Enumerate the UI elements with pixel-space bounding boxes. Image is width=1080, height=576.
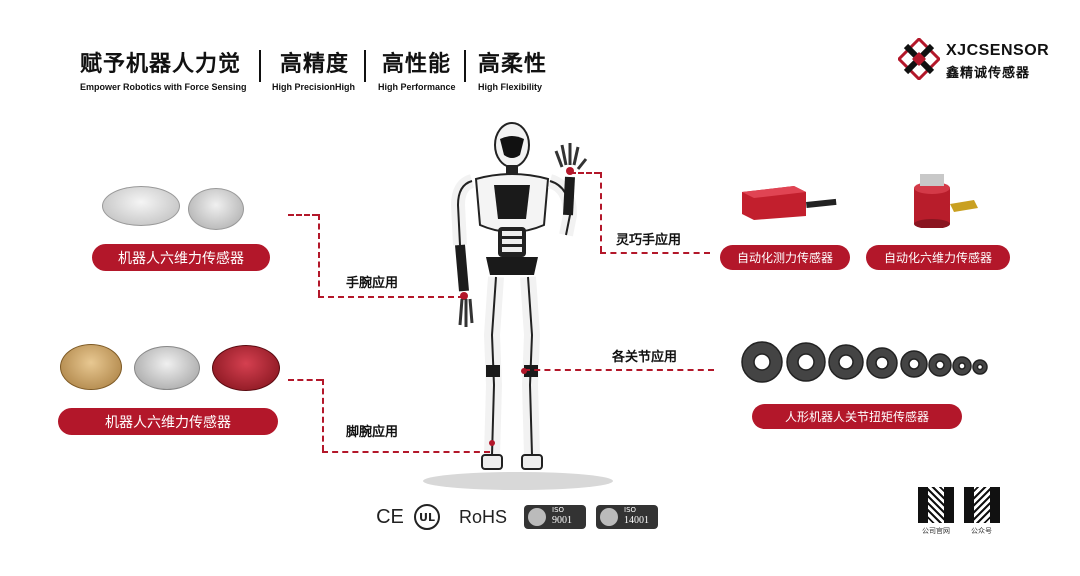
label-six-axis-sensor-bottom: 机器人六维力传感器 — [58, 408, 278, 435]
label-joint-torque-sensor: 人形机器人关节扭矩传感器 — [752, 404, 962, 429]
feature-performance: 高性能 High Performance — [378, 46, 456, 92]
connector — [570, 172, 600, 174]
joint-torque-sensors-image — [740, 340, 990, 386]
logo-en: XJCSENSOR — [946, 42, 1050, 59]
qr-label-website: 公司官网 — [922, 527, 950, 535]
slogan-en: Empower Robotics with Force Sensing — [80, 82, 247, 92]
divider — [364, 50, 366, 82]
connector — [322, 379, 324, 451]
feature-precision-cn: 高精度 — [280, 52, 350, 77]
feature-flexibility-en: High Flexibility — [478, 82, 543, 92]
iso9001-num: 9001 — [552, 515, 572, 526]
divider — [464, 50, 466, 82]
connector — [600, 252, 710, 254]
load-cell-image — [738, 178, 838, 222]
six-axis-sensor-image — [188, 188, 244, 230]
qr-label-wechat: 公众号 — [971, 527, 992, 535]
iso14001-top: ISO — [624, 506, 637, 514]
six-axis-cylinder-image — [904, 170, 984, 229]
ce-mark: CE — [376, 505, 404, 528]
iso14001-badge: ISO 14001 — [596, 505, 658, 529]
label-hand-application: 灵巧手应用 — [616, 233, 682, 248]
connector — [288, 214, 318, 216]
iso14001-num: 14001 — [624, 515, 649, 526]
wechat-qr-code[interactable] — [964, 487, 1000, 523]
connector — [288, 379, 322, 381]
label-ankle-application: 脚腕应用 — [346, 425, 399, 440]
ul-mark: UL — [414, 504, 440, 530]
connector — [600, 172, 602, 252]
check-icon — [600, 508, 618, 526]
rohs-mark: RoHS — [458, 506, 507, 527]
connector — [318, 214, 320, 296]
divider — [259, 50, 261, 82]
feature-performance-en: High Performance — [378, 82, 456, 92]
feature-precision: 高精度 High PrecisionHigh — [272, 46, 355, 92]
iso9001-badge: ISO 9001 — [524, 505, 586, 529]
feature-precision-en: High PrecisionHigh — [272, 82, 356, 92]
label-joint-application: 各关节应用 — [612, 350, 678, 365]
six-axis-sensor-image — [102, 186, 180, 226]
connector — [318, 296, 464, 298]
connector — [322, 451, 490, 453]
feature-performance-cn: 高性能 — [382, 52, 452, 77]
silver-sensor-image — [134, 346, 200, 390]
label-wrist-application: 手腕应用 — [346, 276, 399, 291]
gold-sensor-image — [60, 344, 122, 390]
label-six-axis-sensor-top: 机器人六维力传感器 — [92, 244, 270, 271]
slogan-cn: 赋予机器人力觉 — [80, 52, 242, 77]
website-qr-code[interactable] — [918, 487, 954, 523]
connector — [524, 369, 714, 371]
slogan-group: 赋予机器人力觉 Empower Robotics with Force Sens… — [80, 46, 247, 92]
feature-flexibility: 高柔性 High Flexibility — [478, 46, 547, 92]
red-sensor-image — [212, 345, 280, 391]
logo-cn: 鑫精诚传感器 — [946, 66, 1031, 81]
check-icon — [528, 508, 546, 526]
xjc-logo-icon — [896, 36, 942, 82]
label-force-sensor: 自动化测力传感器 — [720, 245, 850, 270]
label-six-axis-automation: 自动化六维力传感器 — [866, 245, 1010, 270]
iso9001-top: ISO — [552, 506, 565, 514]
feature-flexibility-cn: 高柔性 — [478, 52, 548, 77]
humanoid-robot — [420, 115, 620, 495]
